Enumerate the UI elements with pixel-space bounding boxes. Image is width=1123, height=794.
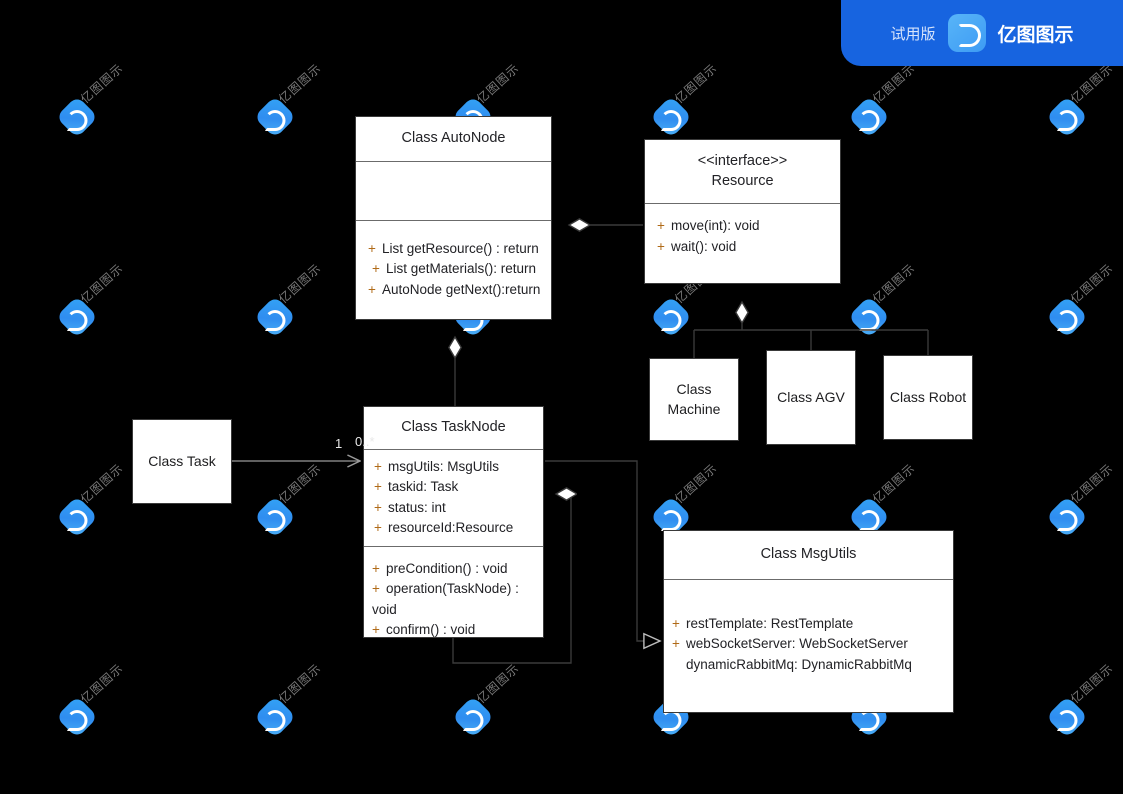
- attribute-label: taskid: Task: [388, 479, 459, 495]
- method-label: preCondition() : void: [386, 560, 508, 576]
- class-title-resource: <<interface>> Resource: [645, 140, 840, 203]
- trial-label: 试用版: [890, 24, 936, 43]
- visibility-marker: +: [657, 238, 665, 254]
- divider: [364, 448, 543, 450]
- class-box-resource[interactable]: <<interface>> Resource + move(int): void …: [644, 139, 841, 284]
- class-box-autonode[interactable]: Class AutoNode +List getResource() : ret…: [355, 116, 552, 320]
- visibility-marker: +: [374, 499, 382, 515]
- stereotype-label: <<interface>>: [697, 153, 788, 169]
- divider: [356, 160, 551, 162]
- attributes-tasknode: + msgUtils: MsgUtils + taskid: Task + statu…: [364, 450, 543, 546]
- attribute-label: dynamicRabbitMq: DynamicRabbitMq: [686, 656, 912, 672]
- attribute-label: status: int: [388, 499, 446, 515]
- attributes-msgutils: + restTemplate: RestTemplate + webSocketSe…: [664, 580, 953, 686]
- visibility-marker: +: [372, 581, 380, 597]
- interface-name-label: Resource: [711, 172, 774, 189]
- attributes-autonode: [356, 162, 551, 220]
- method-row: + wait(): void: [657, 237, 830, 258]
- attribute-row: + restTemplate: RestTemplate: [672, 614, 943, 635]
- attribute-row: + webSocketServer: WebSocketServer: [672, 634, 943, 655]
- visibility-marker: +: [372, 261, 380, 277]
- method-row: +operation(TaskNode) : void: [372, 579, 535, 620]
- method-row: + AutoNode getNext():return: [368, 280, 541, 301]
- class-title-task: Class Task: [148, 452, 216, 469]
- class-title-machine-line1: Class: [676, 380, 712, 397]
- visibility-marker: +: [657, 218, 665, 234]
- multiplicity-tasknode: 0..*: [355, 434, 375, 449]
- methods-autonode: +List getResource() : return +List getMa…: [356, 221, 551, 311]
- class-box-task[interactable]: Class Task: [132, 419, 232, 504]
- class-box-agv[interactable]: Class AGV: [766, 350, 856, 445]
- method-row: + List getMaterials(): return: [368, 259, 541, 280]
- divider: [664, 578, 953, 580]
- method-label: move(int): void: [671, 218, 760, 234]
- attribute-row: + taskid: Task: [374, 477, 535, 498]
- connector-tasknode-msgutils: [545, 460, 660, 641]
- class-title-tasknode: Class TaskNode: [401, 419, 506, 435]
- visibility-marker: +: [372, 560, 380, 576]
- multiplicity-task: 1: [335, 436, 343, 451]
- trial-version-badge[interactable]: 试用版 亿图图示: [841, 0, 1123, 66]
- edraw-logo-icon: [947, 14, 986, 52]
- method-label: List getMaterials(): return: [386, 261, 537, 277]
- class-title-msgutils: Class MsgUtils: [760, 546, 857, 562]
- attribute-label: webSocketServer: WebSocketServer: [686, 636, 908, 652]
- attribute-row: dynamicRabbitMq: DynamicRabbitMq: [672, 655, 943, 676]
- divider: [364, 545, 543, 547]
- attribute-label: resourceId:Resource: [388, 520, 514, 536]
- methods-resource: + move(int): void + wait(): void: [645, 204, 840, 267]
- class-box-robot[interactable]: Class Robot: [883, 355, 973, 440]
- methods-tasknode: +preCondition() : void +operation(TaskNo…: [364, 547, 543, 647]
- attribute-row: + status: int: [374, 498, 535, 519]
- method-label: List getResource() : return: [382, 240, 539, 256]
- class-box-msgutils[interactable]: Class MsgUtils + restTemplate: RestTempla…: [663, 530, 954, 713]
- visibility-marker: +: [374, 479, 382, 495]
- attribute-row: + msgUtils: MsgUtils: [374, 457, 535, 478]
- class-title-robot: Class Robot: [889, 388, 967, 405]
- connector-tasknode-self: [452, 494, 571, 664]
- class-title-machine-line2: Machine: [667, 400, 721, 417]
- method-row: + move(int): void: [657, 216, 830, 237]
- attribute-label: restTemplate: RestTemplate: [686, 615, 854, 631]
- visibility-marker: +: [372, 622, 380, 638]
- method-label: operation(TaskNode) : void: [372, 581, 519, 617]
- visibility-marker: +: [374, 520, 382, 536]
- attribute-row: + resourceId:Resource: [374, 518, 535, 539]
- attribute-label: msgUtils: MsgUtils: [388, 458, 500, 474]
- method-label: confirm() : void: [386, 622, 476, 638]
- visibility-marker: +: [368, 240, 376, 256]
- visibility-marker: +: [672, 615, 680, 631]
- visibility-marker: +: [368, 281, 376, 297]
- class-box-machine[interactable]: Class Machine: [649, 358, 739, 441]
- class-title-agv: Class AGV: [777, 388, 845, 405]
- method-label: AutoNode getNext():return: [382, 281, 541, 297]
- brand-name-label: 亿图图示: [997, 23, 1074, 46]
- visibility-marker: +: [672, 636, 680, 652]
- divider: [645, 203, 840, 205]
- divider: [356, 219, 551, 221]
- method-row: + List getResource() : return: [368, 239, 541, 260]
- class-title-autonode: Class AutoNode: [401, 130, 506, 146]
- class-box-tasknode[interactable]: Class TaskNode + msgUtils: MsgUtils + task…: [363, 406, 544, 638]
- method-row: + preCondition() : void: [372, 559, 535, 580]
- visibility-marker: +: [374, 458, 382, 474]
- method-row: + confirm() : void: [372, 620, 535, 641]
- method-label: wait(): void: [671, 238, 737, 254]
